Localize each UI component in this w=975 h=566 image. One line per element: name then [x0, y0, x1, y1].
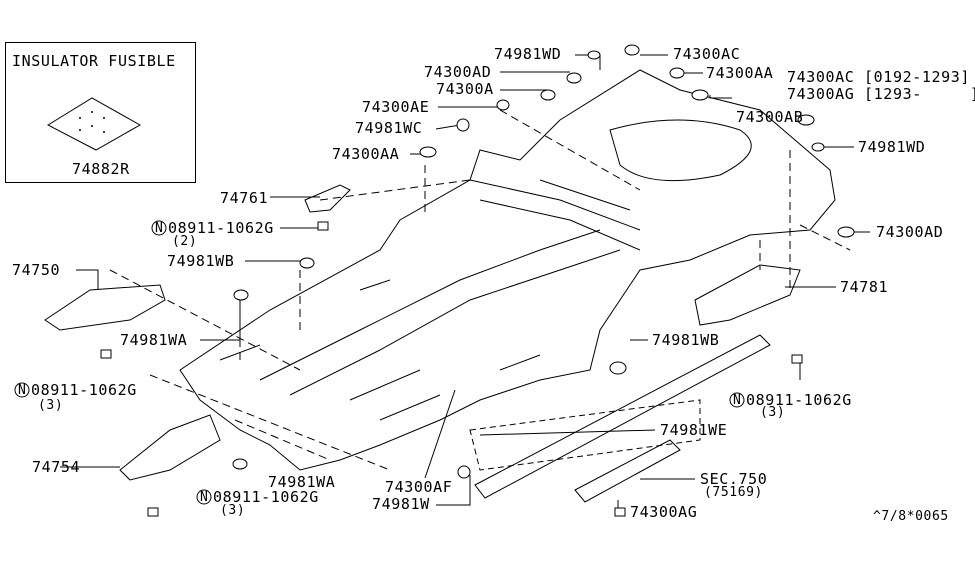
plugs [232, 44, 855, 479]
part-label: 74300AB [736, 108, 804, 126]
quantity-label: (3) [760, 405, 786, 420]
side-sill-inner [469, 399, 701, 471]
nut-symbol: N [155, 221, 164, 236]
part-label: 74981WD [858, 138, 926, 156]
leader-lines [60, 54, 870, 513]
part-label: 08911-1062G [213, 488, 319, 506]
part-label: 74981W [372, 495, 430, 513]
part-label: 74300AC [673, 45, 741, 63]
nuts [100, 221, 803, 517]
center-tunnel [259, 229, 621, 396]
insulator-pad [46, 97, 142, 151]
part-label: 74300AD [424, 63, 492, 81]
part-label-74882R: 74882R [72, 160, 130, 178]
diagram-code: ^7/8*0065 [873, 509, 949, 524]
rear-tub [609, 119, 752, 182]
insulator-74781 [694, 264, 801, 326]
nut-symbol: N [200, 490, 209, 505]
part-label: 74300AE [362, 98, 430, 116]
part-label: 08911-1062G [746, 391, 852, 409]
bracket-74761 [304, 184, 351, 213]
dashed-lines [109, 109, 851, 471]
part-label: 08911-1062G [31, 381, 137, 399]
nut-symbol: N [733, 393, 742, 408]
part-label: 74981WD [494, 45, 562, 63]
part-label: 74981WC [355, 119, 423, 137]
sec750-member [574, 439, 681, 503]
part-label: 74300AG [1293- ] [787, 85, 975, 103]
insulator-inset-box [5, 42, 196, 183]
part-label: 74300AF [385, 478, 453, 496]
quantity-label: (3) [220, 503, 246, 518]
part-label: 08911-1062G [168, 219, 274, 237]
part-label: 74981WA [120, 331, 188, 349]
part-label: SEC.750 [700, 470, 768, 488]
part-label: 74300AC [0192-1293] [787, 68, 970, 86]
insulator-74754 [119, 414, 221, 481]
part-label: 74981WA [268, 473, 336, 491]
part-label: 74761 [220, 189, 269, 207]
insulator-74750 [44, 284, 166, 331]
part-label: 74981WB [167, 252, 235, 270]
part-label: (75169) [704, 485, 763, 500]
quantity-label: (3) [38, 398, 64, 413]
insulator-dots [79, 111, 105, 133]
part-label: 74981WB [652, 331, 720, 349]
nut-symbol: N [18, 383, 27, 398]
floor-outline [179, 69, 836, 471]
part-label: 74781 [840, 278, 889, 296]
inset-title: INSULATOR FUSIBLE [12, 52, 176, 70]
part-label: 74981WE [660, 421, 728, 439]
part-label: 74300AA [706, 64, 774, 82]
part-label: 74300AA [332, 145, 400, 163]
quantity-label: (2) [172, 234, 198, 249]
side-sill [474, 334, 771, 499]
part-label: 74300AD [876, 223, 944, 241]
part-label: 74750 [12, 261, 61, 279]
part-label: 74754 [32, 458, 81, 476]
nut-n-symbols [14, 220, 745, 505]
part-label: 74300AG [630, 503, 698, 521]
part-label: 74300A [436, 80, 494, 98]
cross-member [469, 179, 641, 251]
